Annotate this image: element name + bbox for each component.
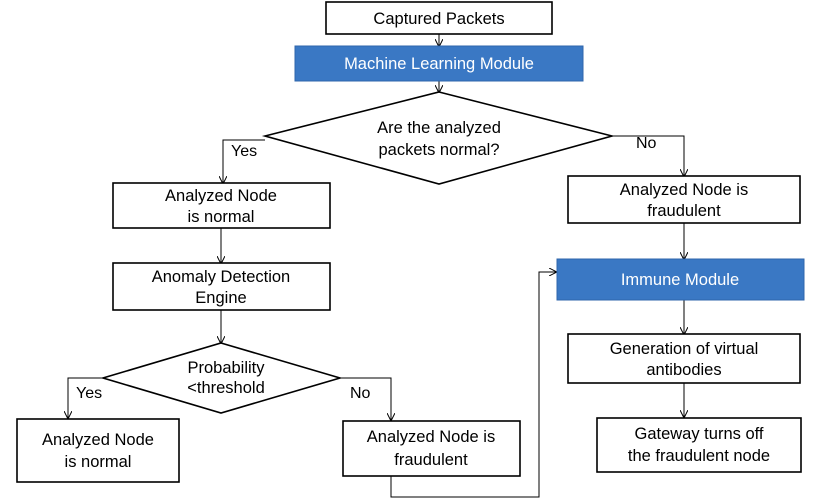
decision-packets-normal-line-2: packets normal? [378, 141, 499, 159]
label-decision1-no: No [636, 135, 657, 152]
node-generation-virtual-antibodies-line-1: Generation of virtual [610, 340, 759, 358]
node-gateway-turns-off-line-1: Gateway turns off [634, 425, 763, 443]
node-analyzed-normal-bottom-line-1: Analyzed Node [42, 431, 154, 449]
node-anomaly-detection-engine: Anomaly Detection Engine [112, 262, 331, 311]
node-analyzed-normal-bottom-line-2: is normal [65, 453, 132, 471]
label-decision2-yes: Yes [76, 385, 102, 402]
node-machine-learning-module: Machine Learning Module [294, 45, 584, 82]
node-immune-module: Immune Module [556, 258, 805, 301]
node-anomaly-detection-engine-line-1: Anomaly Detection [152, 268, 291, 286]
decision-packets-normal-line-1: Are the analyzed [377, 119, 501, 137]
node-analyzed-normal-bottom: Analyzed Node is normal [16, 418, 180, 483]
node-captured-packets: Captured Packets [325, 1, 553, 35]
label-decision1-yes: Yes [231, 143, 257, 160]
node-analyzed-fraudulent-right-line-2: fraudulent [647, 202, 721, 220]
node-analyzed-normal-left-line-2: is normal [188, 208, 255, 226]
node-analyzed-fraudulent-bottom-line-2: fraudulent [394, 451, 468, 469]
node-gateway-turns-off: Gateway turns off the fraudulent node [596, 417, 802, 473]
decision-probability-threshold-line-2: <threshold [187, 379, 265, 397]
node-captured-packets-line-1: Captured Packets [373, 10, 504, 28]
node-analyzed-fraudulent-right-line-1: Analyzed Node is [620, 181, 748, 199]
connector-fraud-to-immune-loop [390, 272, 556, 498]
node-generation-virtual-antibodies: Generation of virtual antibodies [567, 333, 801, 384]
connector-decision2-yes [68, 377, 103, 418]
node-generation-virtual-antibodies-line-2: antibodies [646, 361, 721, 379]
node-machine-learning-module-line-1: Machine Learning Module [344, 55, 534, 73]
node-analyzed-fraudulent-bottom-line-1: Analyzed Node is [367, 428, 495, 446]
connector-decision1-no [612, 135, 684, 176]
connector-decision2-no [340, 377, 391, 420]
node-anomaly-detection-engine-line-2: Engine [195, 289, 246, 307]
node-analyzed-fraudulent-right: Analyzed Node is fraudulent [567, 175, 801, 224]
node-analyzed-fraudulent-bottom: Analyzed Node is fraudulent [342, 420, 521, 477]
node-gateway-turns-off-line-2: the fraudulent node [628, 447, 770, 465]
node-immune-module-line-1: Immune Module [621, 271, 739, 289]
node-analyzed-normal-left-line-1: Analyzed Node [165, 187, 277, 205]
decision-probability-threshold-line-1: Probability [187, 359, 265, 377]
connector-decision1-yes [223, 139, 265, 183]
decision-packets-normal: Are the analyzed packets normal? [261, 91, 616, 185]
decision-probability-threshold: Probability <threshold [100, 342, 343, 414]
label-decision2-no: No [350, 385, 371, 402]
connectors [68, 34, 684, 498]
node-analyzed-normal-left: Analyzed Node is normal [112, 182, 331, 229]
